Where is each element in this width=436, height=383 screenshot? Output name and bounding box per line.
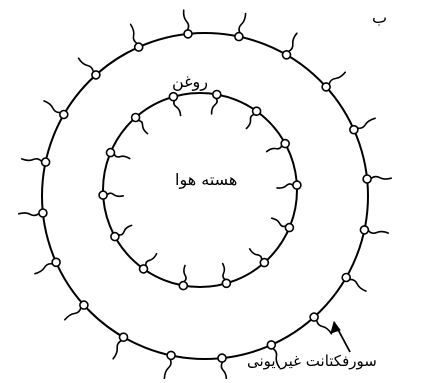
inner-surfactant-head bbox=[169, 93, 177, 101]
outer-surfactant-head bbox=[52, 258, 60, 266]
outer-surfactant-head bbox=[39, 209, 47, 217]
inner-surfactant-tail bbox=[223, 264, 226, 280]
outer-surfactant-head bbox=[80, 301, 88, 309]
outer-surfactant-tail bbox=[164, 359, 171, 378]
inner-surfactant-head bbox=[213, 91, 221, 99]
outer-surfactant-head bbox=[60, 111, 68, 119]
outer-surfactant-head bbox=[42, 158, 50, 166]
outer-surfactant-tail bbox=[329, 72, 345, 84]
inner-surfactant-head bbox=[285, 224, 293, 232]
outer-surfactant-tail bbox=[19, 213, 39, 215]
outer-surfactant-tail bbox=[44, 101, 60, 113]
inner-surfactant-head bbox=[293, 181, 301, 189]
panel-label: ب bbox=[372, 8, 387, 27]
inner-surfactant-tail bbox=[272, 218, 286, 226]
outer-surfactant-head bbox=[350, 126, 358, 134]
nonionic-surfactant-label: سورفکتانت غیر یونی bbox=[247, 352, 377, 370]
outer-surfactant-head bbox=[135, 43, 143, 51]
outer-surfactant-tail bbox=[371, 177, 391, 179]
outer-surfactant-head bbox=[360, 226, 368, 234]
outer-surfactant-tail bbox=[350, 279, 366, 291]
inner-surfactant-head bbox=[281, 140, 289, 148]
outer-surfactant-head bbox=[92, 71, 100, 79]
outer-surfactant-head bbox=[184, 30, 192, 38]
outer-surfactant-tail bbox=[65, 308, 81, 320]
inner-surfactant-head bbox=[99, 191, 107, 199]
outer-surfactant-tail bbox=[358, 118, 376, 128]
inner-surfactant-head bbox=[111, 233, 119, 241]
inner-surfactant-head bbox=[132, 114, 140, 122]
outer-surfactant-tail bbox=[79, 58, 94, 72]
outer-surfactant-tail bbox=[368, 231, 388, 234]
oil-layer-label: روغن bbox=[172, 72, 208, 91]
inner-surfactant-head bbox=[260, 259, 268, 267]
outer-surfactant-head bbox=[322, 83, 330, 91]
inner-surfactant-head bbox=[222, 279, 230, 287]
inner-surfactant-tail bbox=[246, 115, 254, 129]
outer-surfactant-head bbox=[363, 175, 371, 183]
outer-surfactant-head bbox=[310, 313, 318, 321]
inner-surfactant-head bbox=[179, 282, 187, 290]
inner-surfactant-tail bbox=[118, 225, 131, 235]
outer-surfactant-tail bbox=[22, 159, 42, 162]
outer-surfactant-tail bbox=[131, 24, 138, 43]
outer-surfactant-tail bbox=[239, 14, 246, 33]
inner-surfactant-head bbox=[140, 265, 148, 273]
inner-surfactant-tail bbox=[250, 249, 262, 260]
inner-surfactant-tail bbox=[107, 193, 123, 196]
inner-surfactant-tail bbox=[277, 184, 293, 188]
inner-surfactant-tail bbox=[114, 154, 130, 159]
outer-surfactant-tail bbox=[317, 320, 332, 334]
outer-surfactant-head bbox=[167, 351, 175, 359]
inner-circle bbox=[103, 93, 297, 287]
inner-surfactant-head bbox=[253, 107, 261, 115]
outer-surfactant-head bbox=[218, 354, 226, 362]
inner-surfactant-tail bbox=[267, 146, 282, 152]
inner-surfactant-tail bbox=[212, 98, 218, 114]
outer-surfactant-tail bbox=[221, 362, 226, 379]
outer-surfactant-tail bbox=[184, 10, 189, 30]
inner-surfactant-tail bbox=[146, 254, 157, 266]
outer-surfactant-head bbox=[235, 33, 243, 41]
air-core-shell bbox=[99, 91, 301, 290]
outer-surfactant-tail bbox=[35, 264, 53, 274]
outer-surfactant-tail bbox=[289, 33, 297, 51]
inner-surfactant-tail bbox=[174, 101, 181, 116]
air-core-label: هسته هوا bbox=[175, 170, 237, 189]
outer-surfactant-head bbox=[342, 274, 350, 282]
outer-surfactant-tail bbox=[113, 341, 121, 359]
outer-surfactant-head bbox=[120, 333, 128, 341]
inner-surfactant-head bbox=[107, 149, 115, 157]
inner-surfactant-tail bbox=[138, 121, 147, 134]
outer-surfactant-head bbox=[283, 51, 291, 59]
inner-surfactant-tail bbox=[184, 266, 186, 282]
outer-surfactant-head bbox=[267, 341, 275, 349]
surfactant-pointer-arrow bbox=[331, 322, 350, 352]
